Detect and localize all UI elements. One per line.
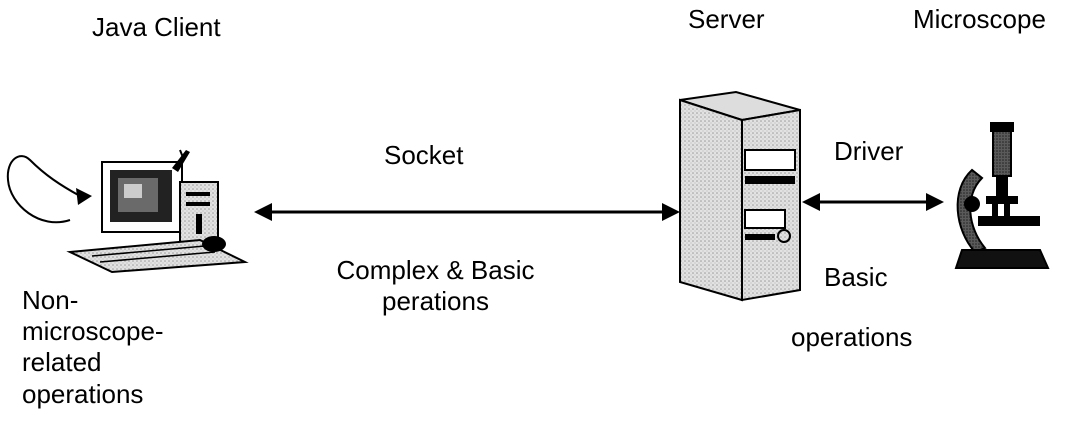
client-server-arrow xyxy=(254,203,680,221)
client-note-line3: related xyxy=(22,347,102,378)
client-server-operations-line2: perations xyxy=(382,286,489,317)
server-title: Server xyxy=(688,4,765,34)
socket-label: Socket xyxy=(384,140,464,170)
microscope-title: Microscope xyxy=(913,4,1046,34)
desktop-computer-icon xyxy=(66,149,249,274)
client-note-line2: microscope- xyxy=(22,316,164,347)
client-server-operations-label: Complex & Basic perations xyxy=(313,255,558,317)
client-note-line1: Non- xyxy=(22,285,79,315)
tower-server-icon xyxy=(679,90,801,302)
microscope-icon xyxy=(954,122,1050,269)
server-microscope-arrow xyxy=(802,193,944,211)
client-note-line4: operations xyxy=(22,378,144,409)
java-client-title: Java Client xyxy=(92,12,221,42)
client-server-operations-line1: Complex & Basic xyxy=(336,255,535,285)
basic-operations-line1: Basic xyxy=(824,262,888,292)
client-note: Non- microscope- related operations xyxy=(22,285,242,410)
driver-label: Driver xyxy=(834,136,904,166)
loop-arrow-icon xyxy=(6,155,92,224)
basic-operations-line2: operations xyxy=(791,322,913,352)
